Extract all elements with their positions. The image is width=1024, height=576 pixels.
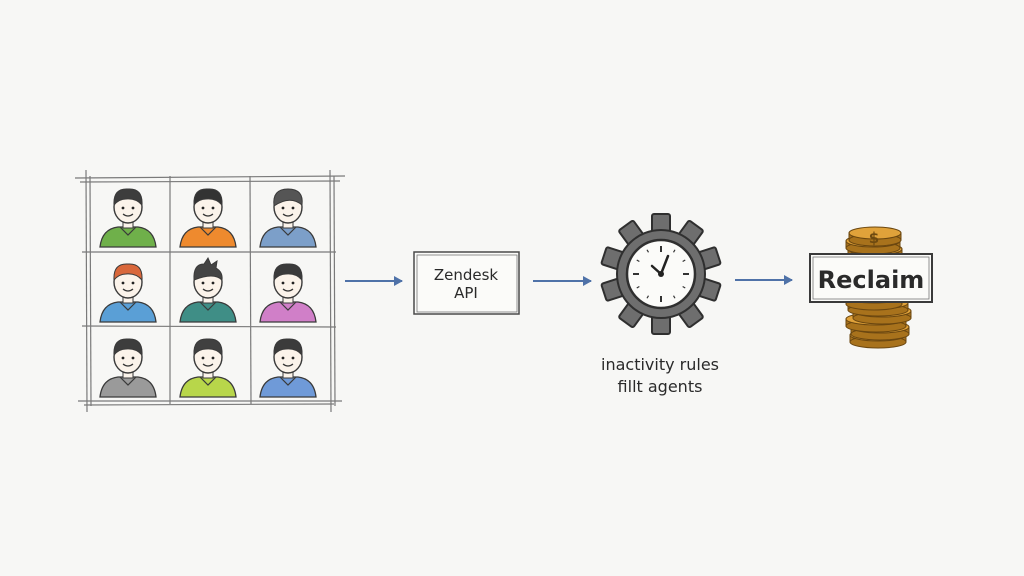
agent-avatar (259, 338, 317, 398)
zendesk-api-box: Zendesk API (413, 251, 520, 315)
agent-avatar (179, 256, 237, 323)
agent-avatar (99, 188, 157, 248)
agent-avatar (179, 338, 237, 398)
agents-grid (74, 169, 346, 413)
reclaim-label: Reclaim (818, 266, 925, 294)
reclaim-label-box: Reclaim (809, 253, 933, 303)
coin-dollar-symbol: $ (869, 229, 879, 247)
grid-lines (74, 169, 346, 413)
rules-caption-line2: fillt agents (618, 377, 703, 396)
agent-avatar (259, 188, 317, 248)
gear-clock-icon (600, 213, 722, 335)
api-box-line1: Zendesk (434, 266, 499, 284)
api-box-line2: API (454, 284, 478, 302)
rules-caption-line1: inactivity rules (601, 355, 719, 374)
agent-avatar (179, 188, 237, 248)
agent-avatar (99, 338, 157, 398)
agent-avatar (99, 263, 157, 323)
agent-avatar (259, 263, 317, 323)
agent-cells (99, 188, 317, 398)
